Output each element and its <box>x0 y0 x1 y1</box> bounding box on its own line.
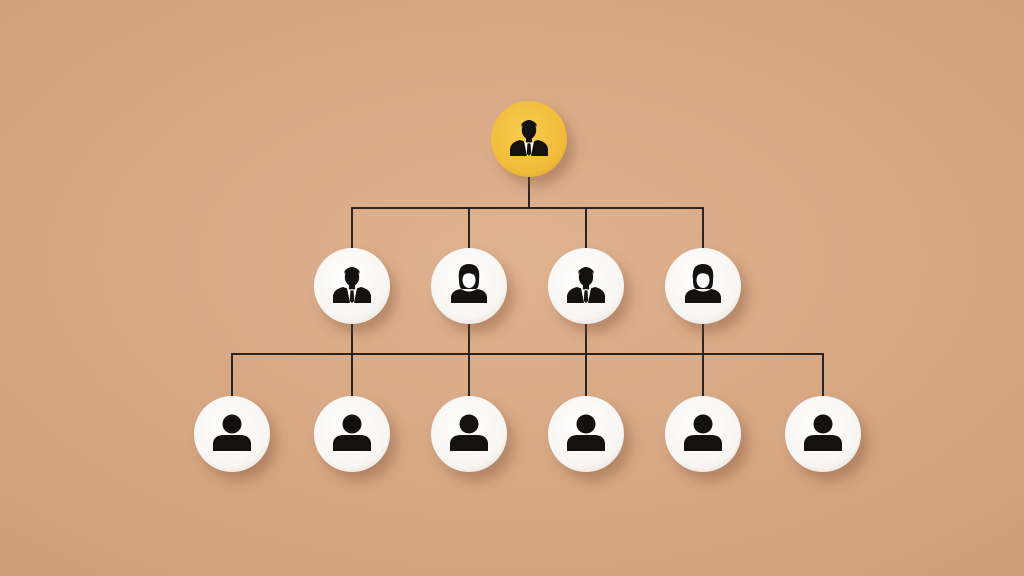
manager-node <box>548 248 624 324</box>
staff-node-disc <box>665 396 741 472</box>
staff-node <box>665 396 741 472</box>
staff-node-disc <box>314 396 390 472</box>
person-icon <box>213 414 251 451</box>
businesswoman-icon <box>451 264 487 303</box>
staff-node <box>548 396 624 472</box>
person-icon <box>567 414 605 451</box>
connector-lines <box>231 172 824 401</box>
businessman-icon <box>510 120 548 156</box>
person-icon <box>684 414 722 451</box>
staff-node-disc <box>785 396 861 472</box>
staff-node-disc <box>194 396 270 472</box>
person-icon <box>333 414 371 451</box>
staff-node <box>194 396 270 472</box>
businessman-icon <box>333 267 371 303</box>
manager-node <box>431 248 507 324</box>
staff-node <box>785 396 861 472</box>
staff-node-disc <box>431 396 507 472</box>
staff-node <box>314 396 390 472</box>
person-icon <box>450 414 488 451</box>
person-icon <box>804 414 842 451</box>
root-node <box>491 101 567 177</box>
manager-node <box>665 248 741 324</box>
org-nodes <box>194 101 861 472</box>
staff-node-disc <box>548 396 624 472</box>
manager-node <box>314 248 390 324</box>
staff-node <box>431 396 507 472</box>
businesswoman-icon <box>685 264 721 303</box>
businessman-icon <box>567 267 605 303</box>
